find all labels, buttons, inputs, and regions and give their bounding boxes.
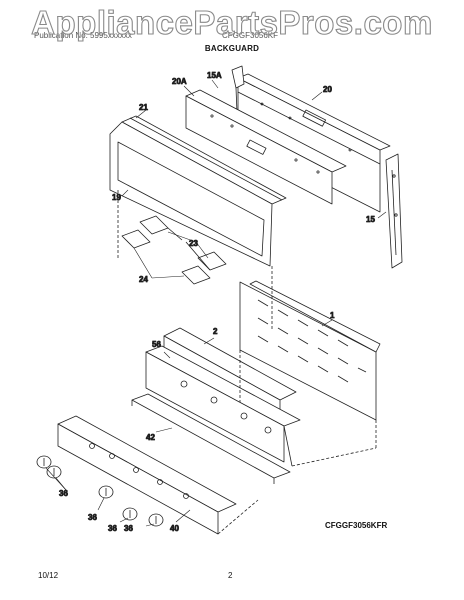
callout-36-c: 36 (108, 524, 117, 533)
callout-19: 19 (112, 193, 121, 202)
callout-40: 40 (170, 524, 179, 533)
callout-42: 42 (146, 433, 155, 442)
callout-24: 24 (139, 275, 148, 284)
clips-23-24 (121, 215, 227, 285)
header-publication: Publication No. 5995xxxxxx (34, 31, 132, 40)
callout-20: 20 (323, 85, 332, 94)
knobs-36 (36, 455, 164, 527)
control-panel-20a (185, 89, 347, 205)
assembly-lines (117, 190, 377, 535)
callout-21: 21 (139, 103, 148, 112)
header-model: CFGGF3056KF (222, 31, 279, 40)
section-title: BACKGUARD (204, 44, 260, 53)
callout-1: 1 (330, 311, 335, 320)
control-panel-56 (145, 345, 301, 467)
callout-20a: 20A (172, 77, 187, 86)
callout-23: 23 (189, 239, 198, 248)
callout-56: 56 (152, 340, 161, 349)
backguard-frame-19 (109, 115, 287, 267)
leader-lines (45, 79, 387, 527)
panel-42 (131, 393, 291, 484)
footer-page-number: 2 (228, 571, 233, 580)
callout-15: 15 (366, 215, 375, 224)
side-bracket-15 (385, 153, 403, 269)
model-code: CFGGF3056KFR (325, 521, 388, 530)
callout-36-b: 36 (88, 513, 97, 522)
rear-panel-20 (237, 73, 391, 213)
callout-15a: 15A (207, 71, 222, 80)
watermark: AppliancePartsPros.com (31, 3, 433, 41)
manifold-panel-40 (57, 415, 237, 535)
callout-36-d: 36 (124, 524, 133, 533)
footer-date: 10/12 (38, 571, 59, 580)
callout-36-a: 36 (59, 489, 68, 498)
callout-2: 2 (213, 327, 218, 336)
